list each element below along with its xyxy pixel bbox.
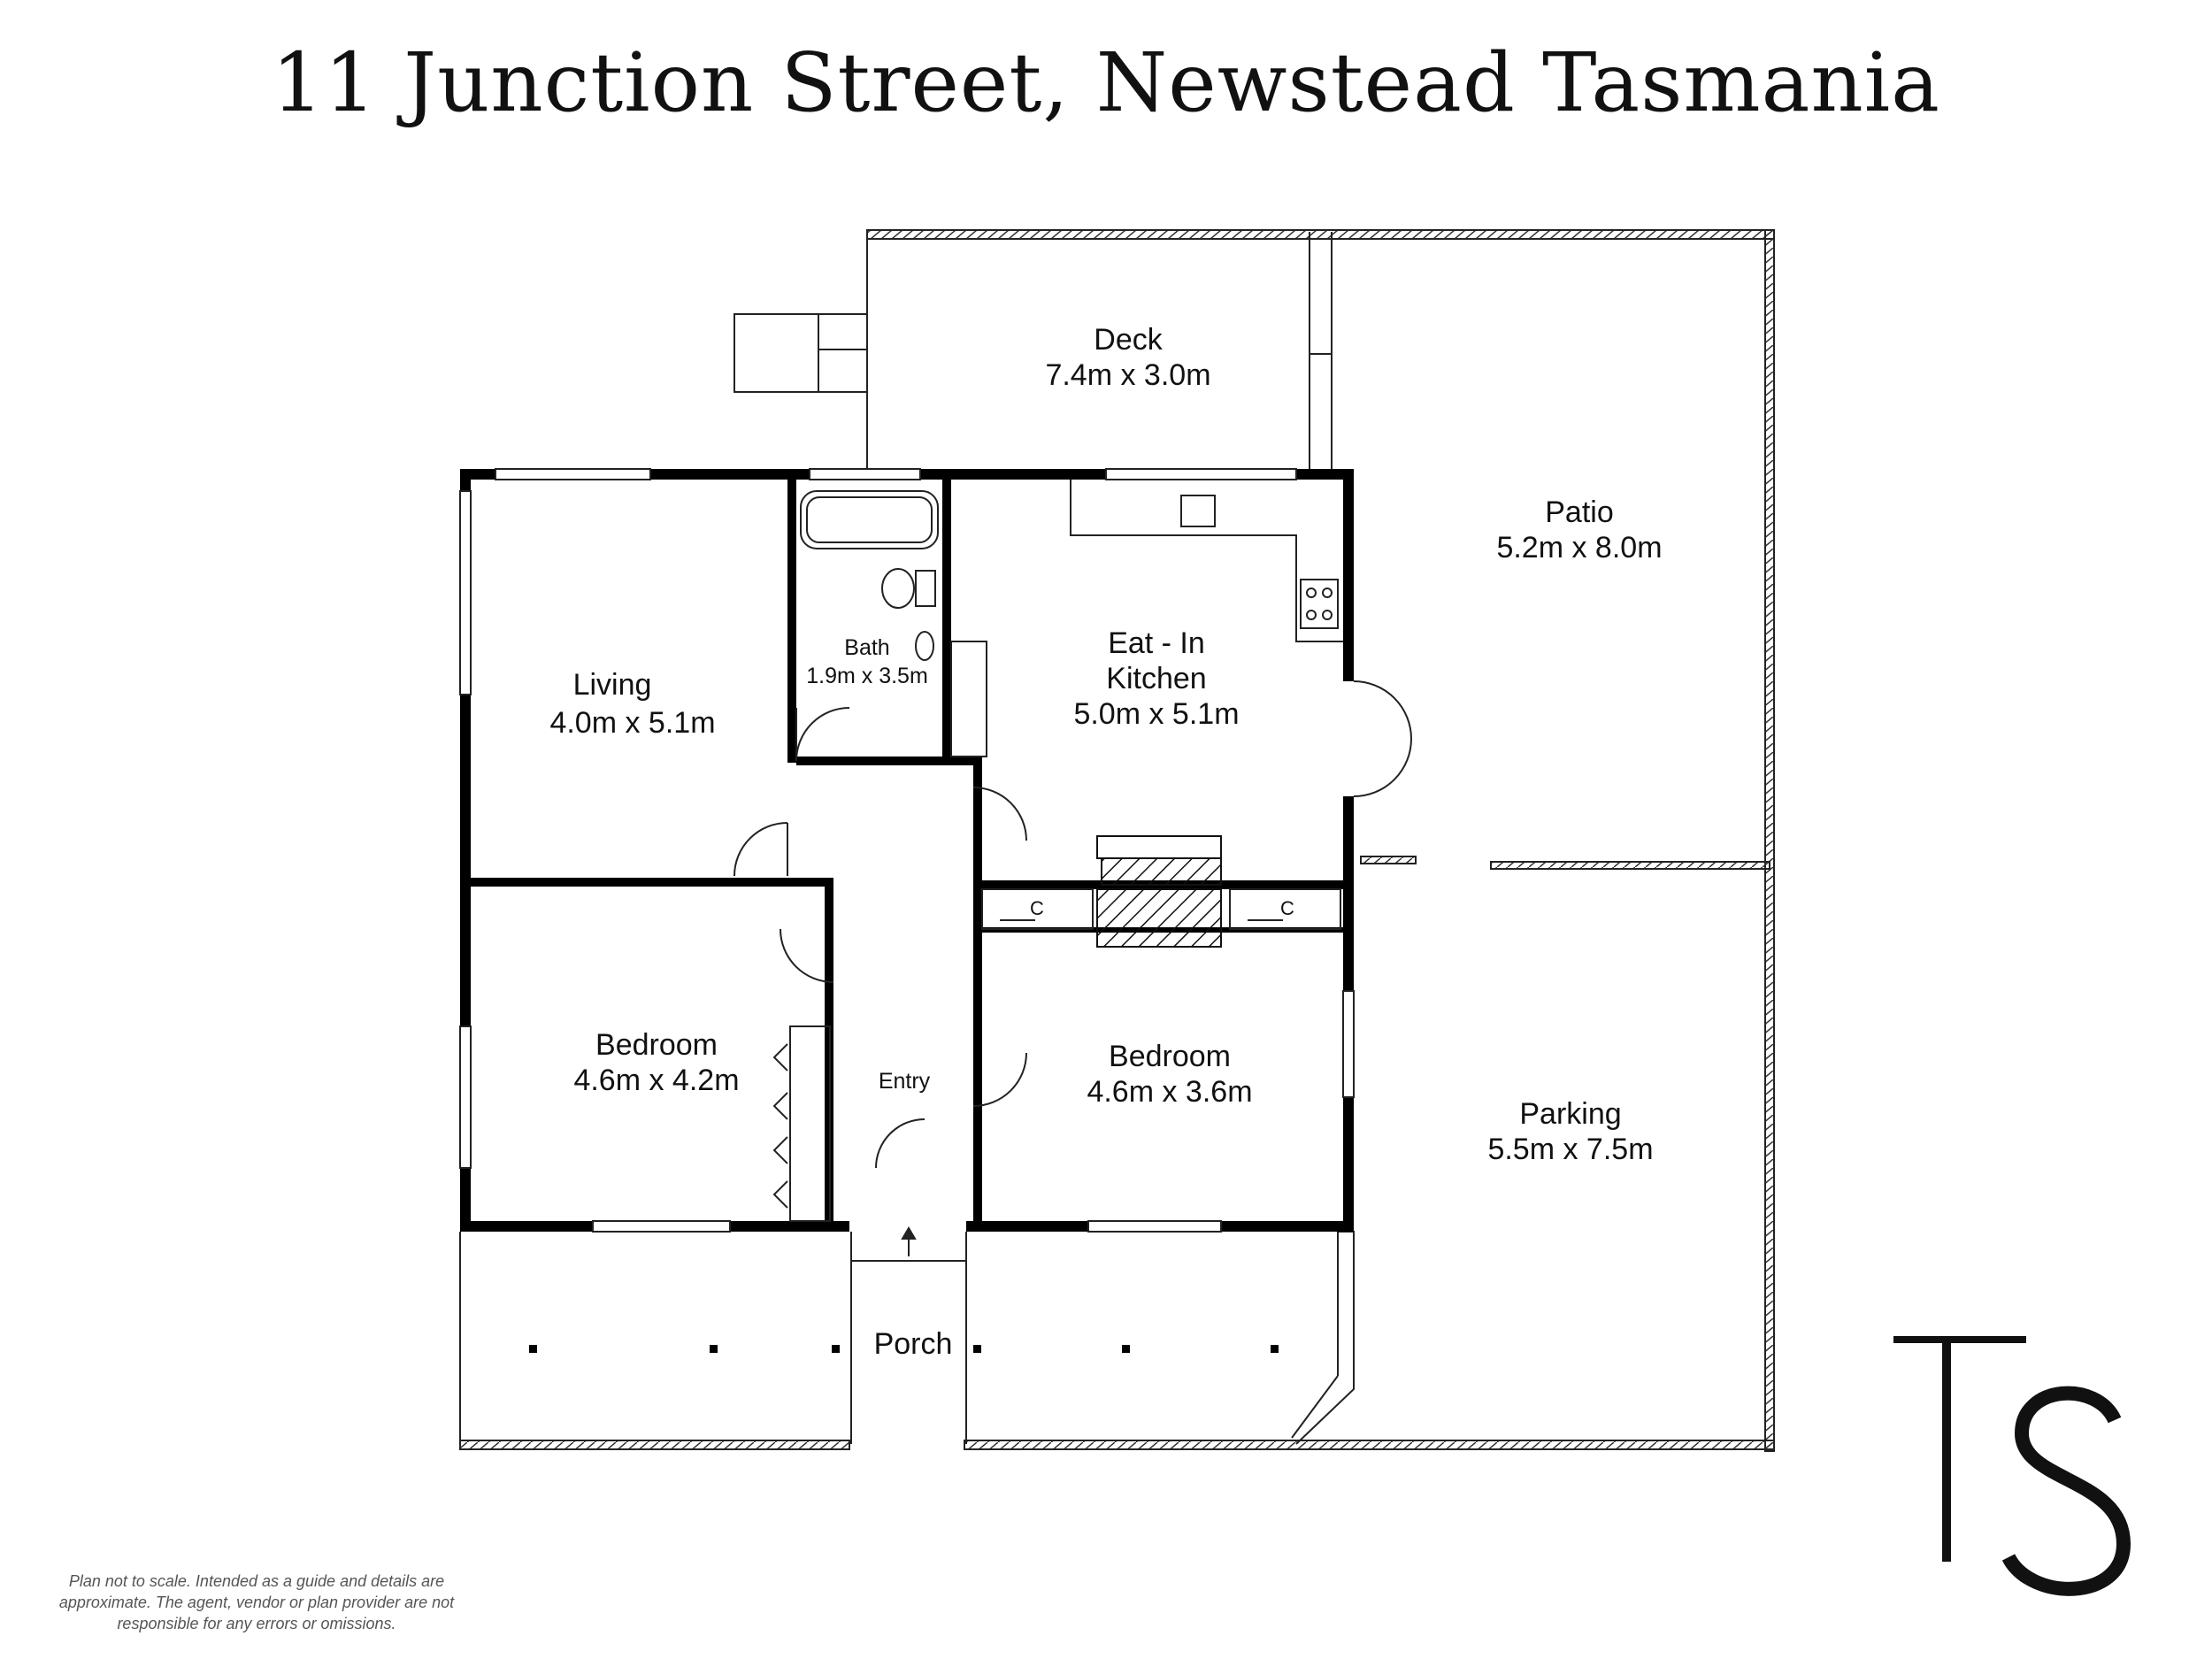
bedroom2-label: Bedroom — [1109, 1040, 1231, 1073]
outdoor-rails — [459, 229, 1775, 1452]
deck-outline — [733, 232, 1333, 473]
cupboard-label-2: C — [1280, 897, 1294, 919]
fireplace — [1096, 835, 1222, 948]
kitchen-size: 5.0m x 5.1m — [1073, 697, 1239, 731]
living-size: 4.0m x 5.1m — [549, 706, 715, 740]
entry-label: Entry — [879, 1069, 931, 1094]
deck-label: Deck — [1094, 323, 1163, 357]
kitchen-label-2: Kitchen — [1106, 662, 1206, 695]
bath-label: Bath — [844, 635, 889, 660]
ts-logo — [1893, 1336, 2131, 1596]
kitchen-label-1: Eat - In — [1108, 626, 1205, 660]
page-title: 11 Junction Street, Newstead Tasmania — [271, 35, 1941, 130]
bath-size: 1.9m x 3.5m — [806, 664, 928, 688]
porch-label: Porch — [874, 1327, 953, 1361]
cupboards — [981, 888, 1341, 930]
bedroom2-size: 4.6m x 3.6m — [1087, 1075, 1252, 1109]
deck-size: 7.4m x 3.0m — [1045, 358, 1210, 392]
patio-label: Patio — [1545, 495, 1614, 529]
windows — [459, 468, 1355, 1233]
living-label: Living — [573, 668, 652, 702]
house-walls — [460, 469, 1354, 1232]
doors — [733, 680, 1412, 1169]
parking-label: Parking — [1519, 1097, 1621, 1131]
verandah-posts — [529, 1345, 1279, 1353]
wardrobe — [772, 1025, 831, 1222]
disclaimer-text: Plan not to scale. Intended as a guide a… — [58, 1572, 455, 1632]
bedroom1-size: 4.6m x 4.2m — [573, 1064, 739, 1097]
kitchen-bench — [1070, 480, 1343, 642]
bedroom1-label: Bedroom — [595, 1028, 718, 1062]
patio-size: 5.2m x 8.0m — [1496, 531, 1662, 565]
parking-size: 5.5m x 7.5m — [1487, 1133, 1653, 1166]
cupboard-label-1: C — [1030, 897, 1044, 919]
bath-fixtures — [800, 490, 987, 757]
